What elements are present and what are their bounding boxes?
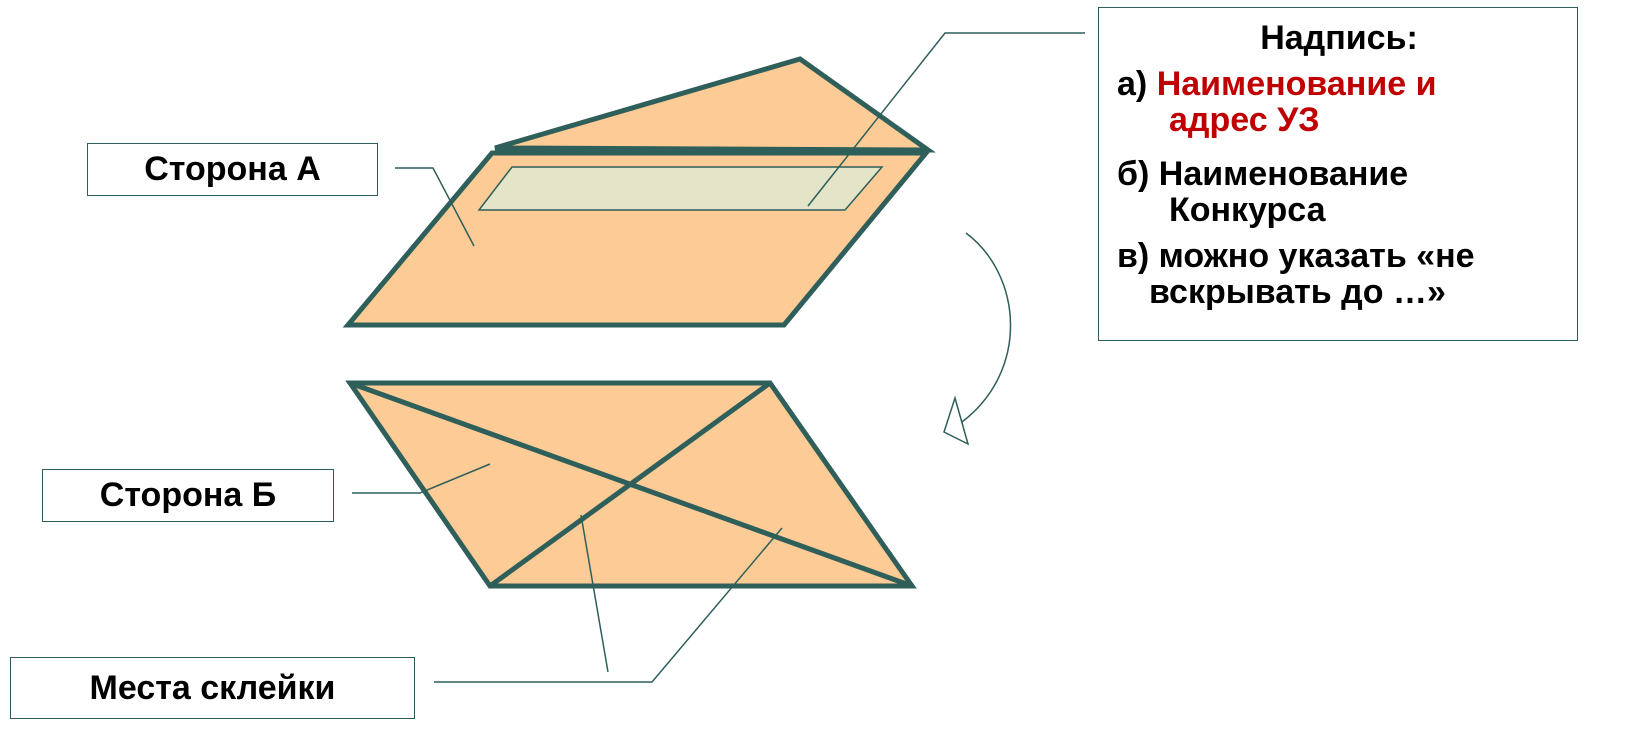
inscription-item-c: в) можно указать «не вскрывать до …» — [1117, 238, 1557, 310]
inscription-item-b: б) Наименование Конкурса — [1117, 156, 1557, 228]
inscription-item-a-line2: адрес УЗ — [1117, 102, 1557, 138]
inscription-item-c-line1: в) можно указать «не — [1117, 237, 1475, 275]
inscription-title: Надпись: — [1099, 20, 1579, 56]
glue-places-label: Места склейки — [10, 657, 415, 719]
inscription-item-a-prefix: а) — [1117, 65, 1157, 103]
side-b-label: Сторона Б — [42, 469, 334, 522]
inscription-item-b-line1: б) Наименование — [1117, 155, 1408, 193]
inscription-item-b-line2: Конкурса — [1117, 192, 1557, 228]
flip-arrow-curve — [962, 233, 1011, 422]
inscription-item-a: а) Наименование и адрес УЗ — [1117, 66, 1557, 138]
side-a-label: Сторона А — [87, 143, 378, 196]
inscription-box: Надпись: а) Наименование и адрес УЗ б) Н… — [1098, 7, 1578, 341]
inscription-item-a-line1: Наименование и — [1157, 65, 1437, 103]
inscription-item-c-line2: вскрывать до …» — [1117, 274, 1557, 310]
